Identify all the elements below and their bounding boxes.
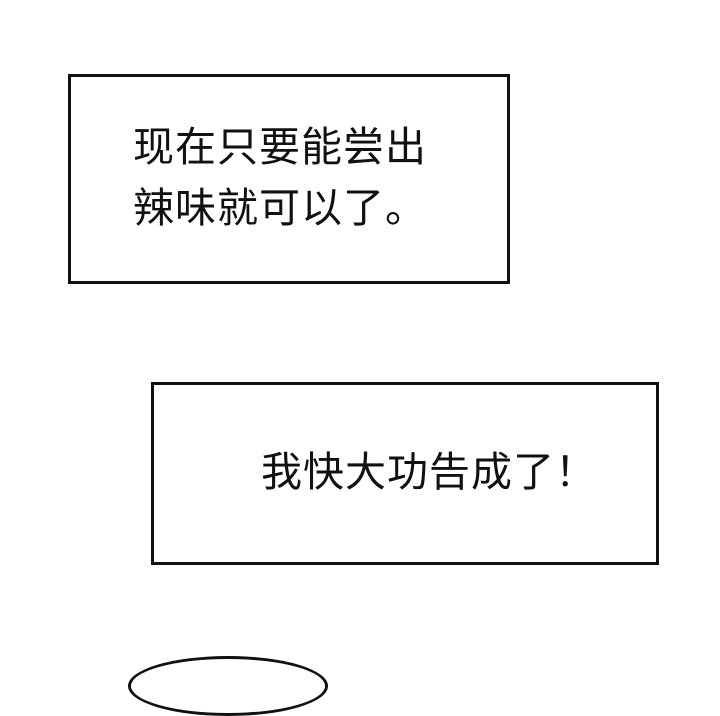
caption-1-line-2: 辣味就可以了。 [133, 184, 427, 232]
caption-1-line-1: 现在只要能尝出 [133, 123, 427, 171]
caption-box-1: 现在只要能尝出 辣味就可以了。 [68, 74, 510, 284]
caption-2-line-1: 我快大功告成了！ [261, 448, 597, 496]
caption-box-2: 我快大功告成了！ [151, 382, 659, 565]
speech-bubble-edge [128, 656, 328, 716]
